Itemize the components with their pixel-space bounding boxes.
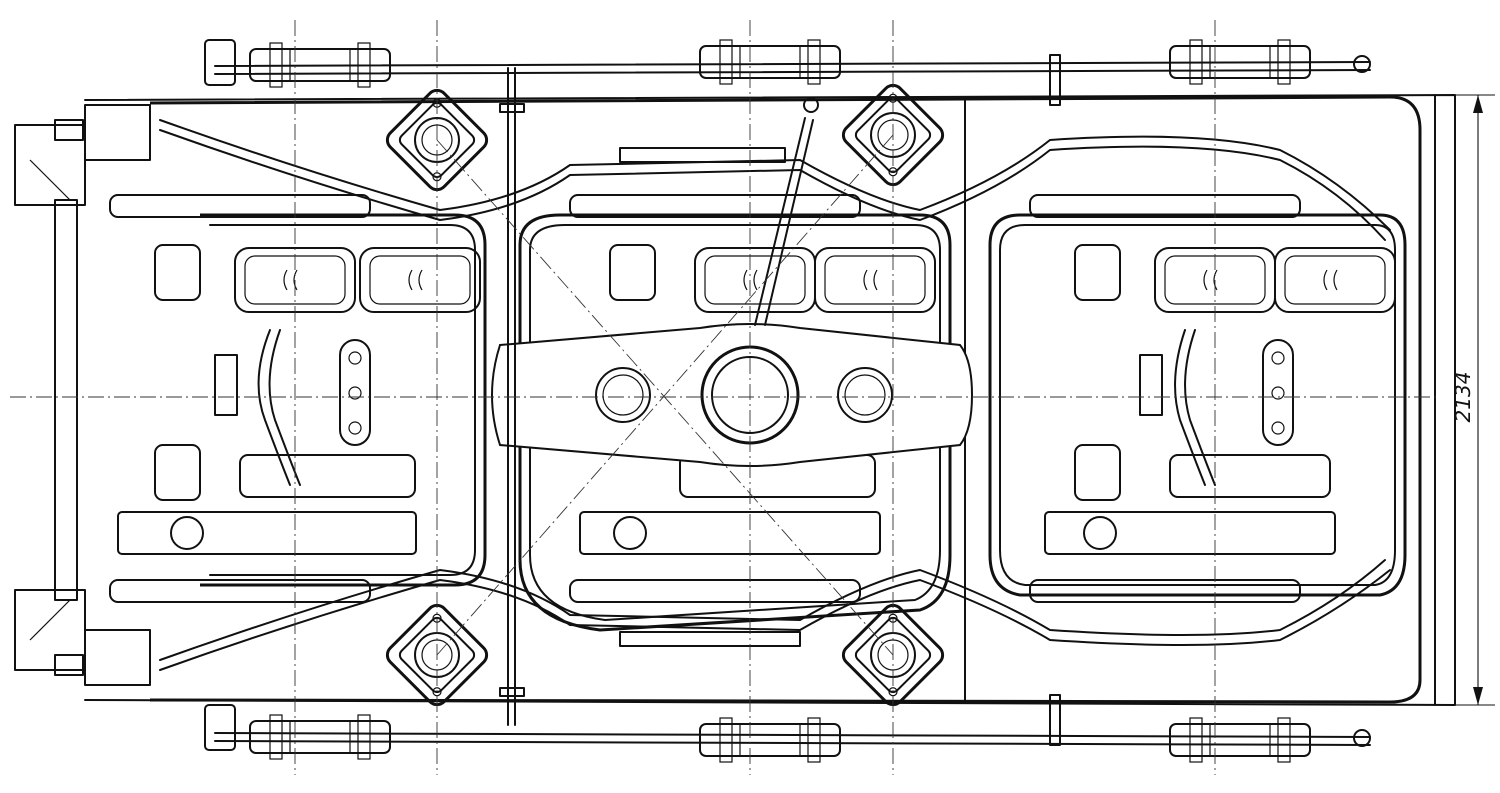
brake-rigging-top bbox=[204, 39, 1371, 106]
dimension-label-2134: 2134 bbox=[1451, 372, 1475, 423]
bogie-frame bbox=[84, 94, 1456, 706]
suspension-links bbox=[339, 339, 1294, 446]
gear-cases bbox=[117, 511, 1336, 555]
end-beam-left bbox=[14, 104, 151, 686]
wheel-bay-center bbox=[518, 194, 952, 632]
brake-rigging-bottom bbox=[204, 694, 1371, 763]
width-dimension: 2134 bbox=[1451, 94, 1495, 706]
bolster bbox=[490, 323, 974, 467]
wheel-bay-right bbox=[988, 194, 1407, 603]
center-lines bbox=[10, 20, 1440, 775]
pipes bbox=[159, 97, 1391, 671]
longitudinal-rod bbox=[499, 67, 525, 726]
cable-bundles bbox=[214, 329, 1216, 486]
